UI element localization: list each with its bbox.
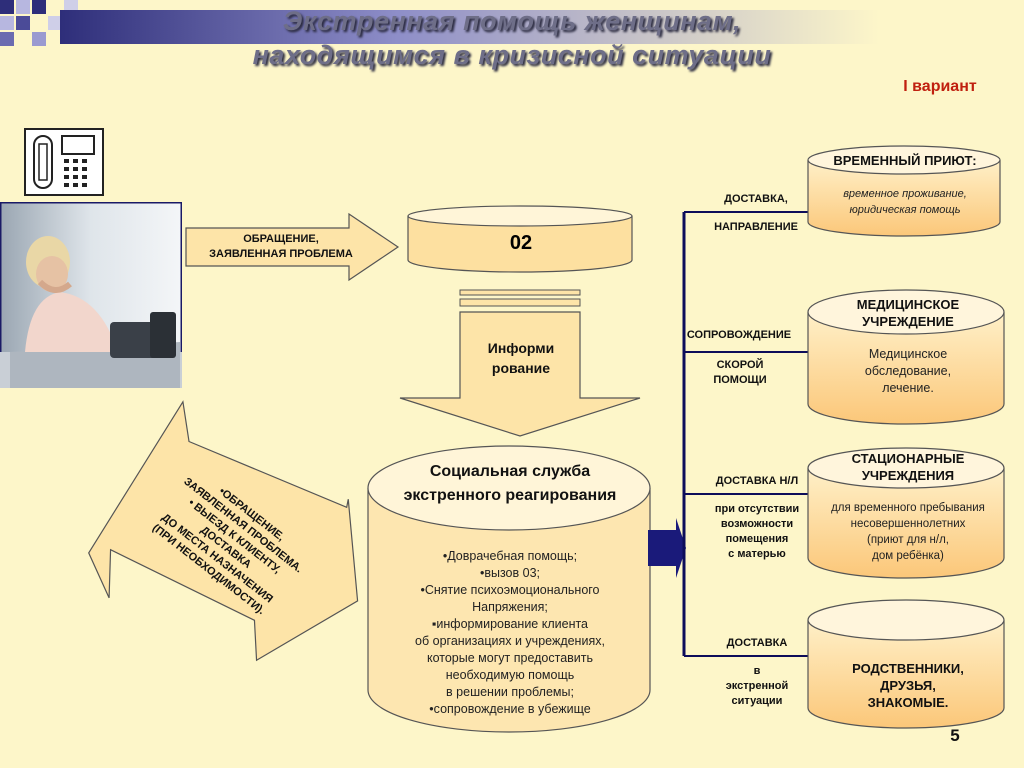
destination-2-text: Медицинское обследование, лечение. [864, 347, 952, 395]
destination-3-text: для временного пребывания несовершенноле… [831, 502, 985, 562]
destination-4-title: РОДСТВЕННИКИ, ДРУЗЬЯ, ЗНАКОМЫЕ. [852, 661, 964, 710]
destination-shelter-cylinder [807, 145, 1001, 237]
slide-title-line1: Экстренная помощь женщинам, [282, 6, 742, 36]
destination-2-title: МЕДИЦИНСКОЕ УЧРЕЖДЕНИЕ [856, 297, 960, 329]
route-4-top: ДОСТАВКА [726, 637, 788, 649]
destination-3-title: СТАЦИОНАРНЫЕ УЧРЕЖДЕНИЯ [851, 451, 965, 483]
social-service-title: Социальная служба экстренного реагирован… [403, 463, 617, 504]
informing-arrow [399, 289, 641, 437]
distressed-woman-photo [0, 202, 182, 388]
destination-medical-cylinder [807, 289, 1005, 425]
routing-connectors [648, 207, 816, 661]
slide-title-line2: находящимся в кризисной ситуации [252, 40, 772, 70]
telephone-icon [24, 128, 104, 196]
route-3-bottom: при отсутствии возможности помещения с м… [714, 503, 800, 560]
hotline-02-cylinder [407, 205, 633, 273]
informing-label: Информи рование [487, 340, 555, 376]
destination-relatives-cylinder [807, 599, 1005, 729]
route-2-top: СОПРОВОЖДЕНИЕ [686, 329, 792, 341]
social-service-text: •Доврачебная помощь; •вызов 03; •Снятие … [415, 549, 605, 716]
decorative-squares [0, 0, 78, 46]
hotline-number: 02 [509, 232, 533, 254]
destination-institutions-cylinder [807, 447, 1005, 579]
page-number: 5 [950, 726, 960, 745]
appeal-label: ОБРАЩЕНИЕ, ЗАЯВЛЕННАЯ ПРОБЛЕМА [209, 233, 353, 260]
social-service-cylinder [367, 445, 651, 733]
appeal-arrow [185, 212, 400, 282]
destination-1-text: временное проживание, юридическая помощь [843, 188, 967, 216]
route-3-top: ДОСТАВКА Н/Л [715, 475, 799, 487]
route-4-bottom: в экстренной ситуации [725, 665, 789, 707]
route-2-bottom: СКОРОЙ ПОМОЩИ [713, 359, 767, 386]
title-bar [60, 10, 1024, 44]
route-1-bottom: НАПРАВЛЕНИЕ [714, 221, 798, 233]
destination-1-title: ВРЕМЕННЫЙ ПРИЮТ: [833, 153, 977, 168]
variant-label: I вариант [903, 78, 977, 95]
route-1-top: ДОСТАВКА, [724, 193, 788, 205]
return-arrow [88, 400, 359, 662]
